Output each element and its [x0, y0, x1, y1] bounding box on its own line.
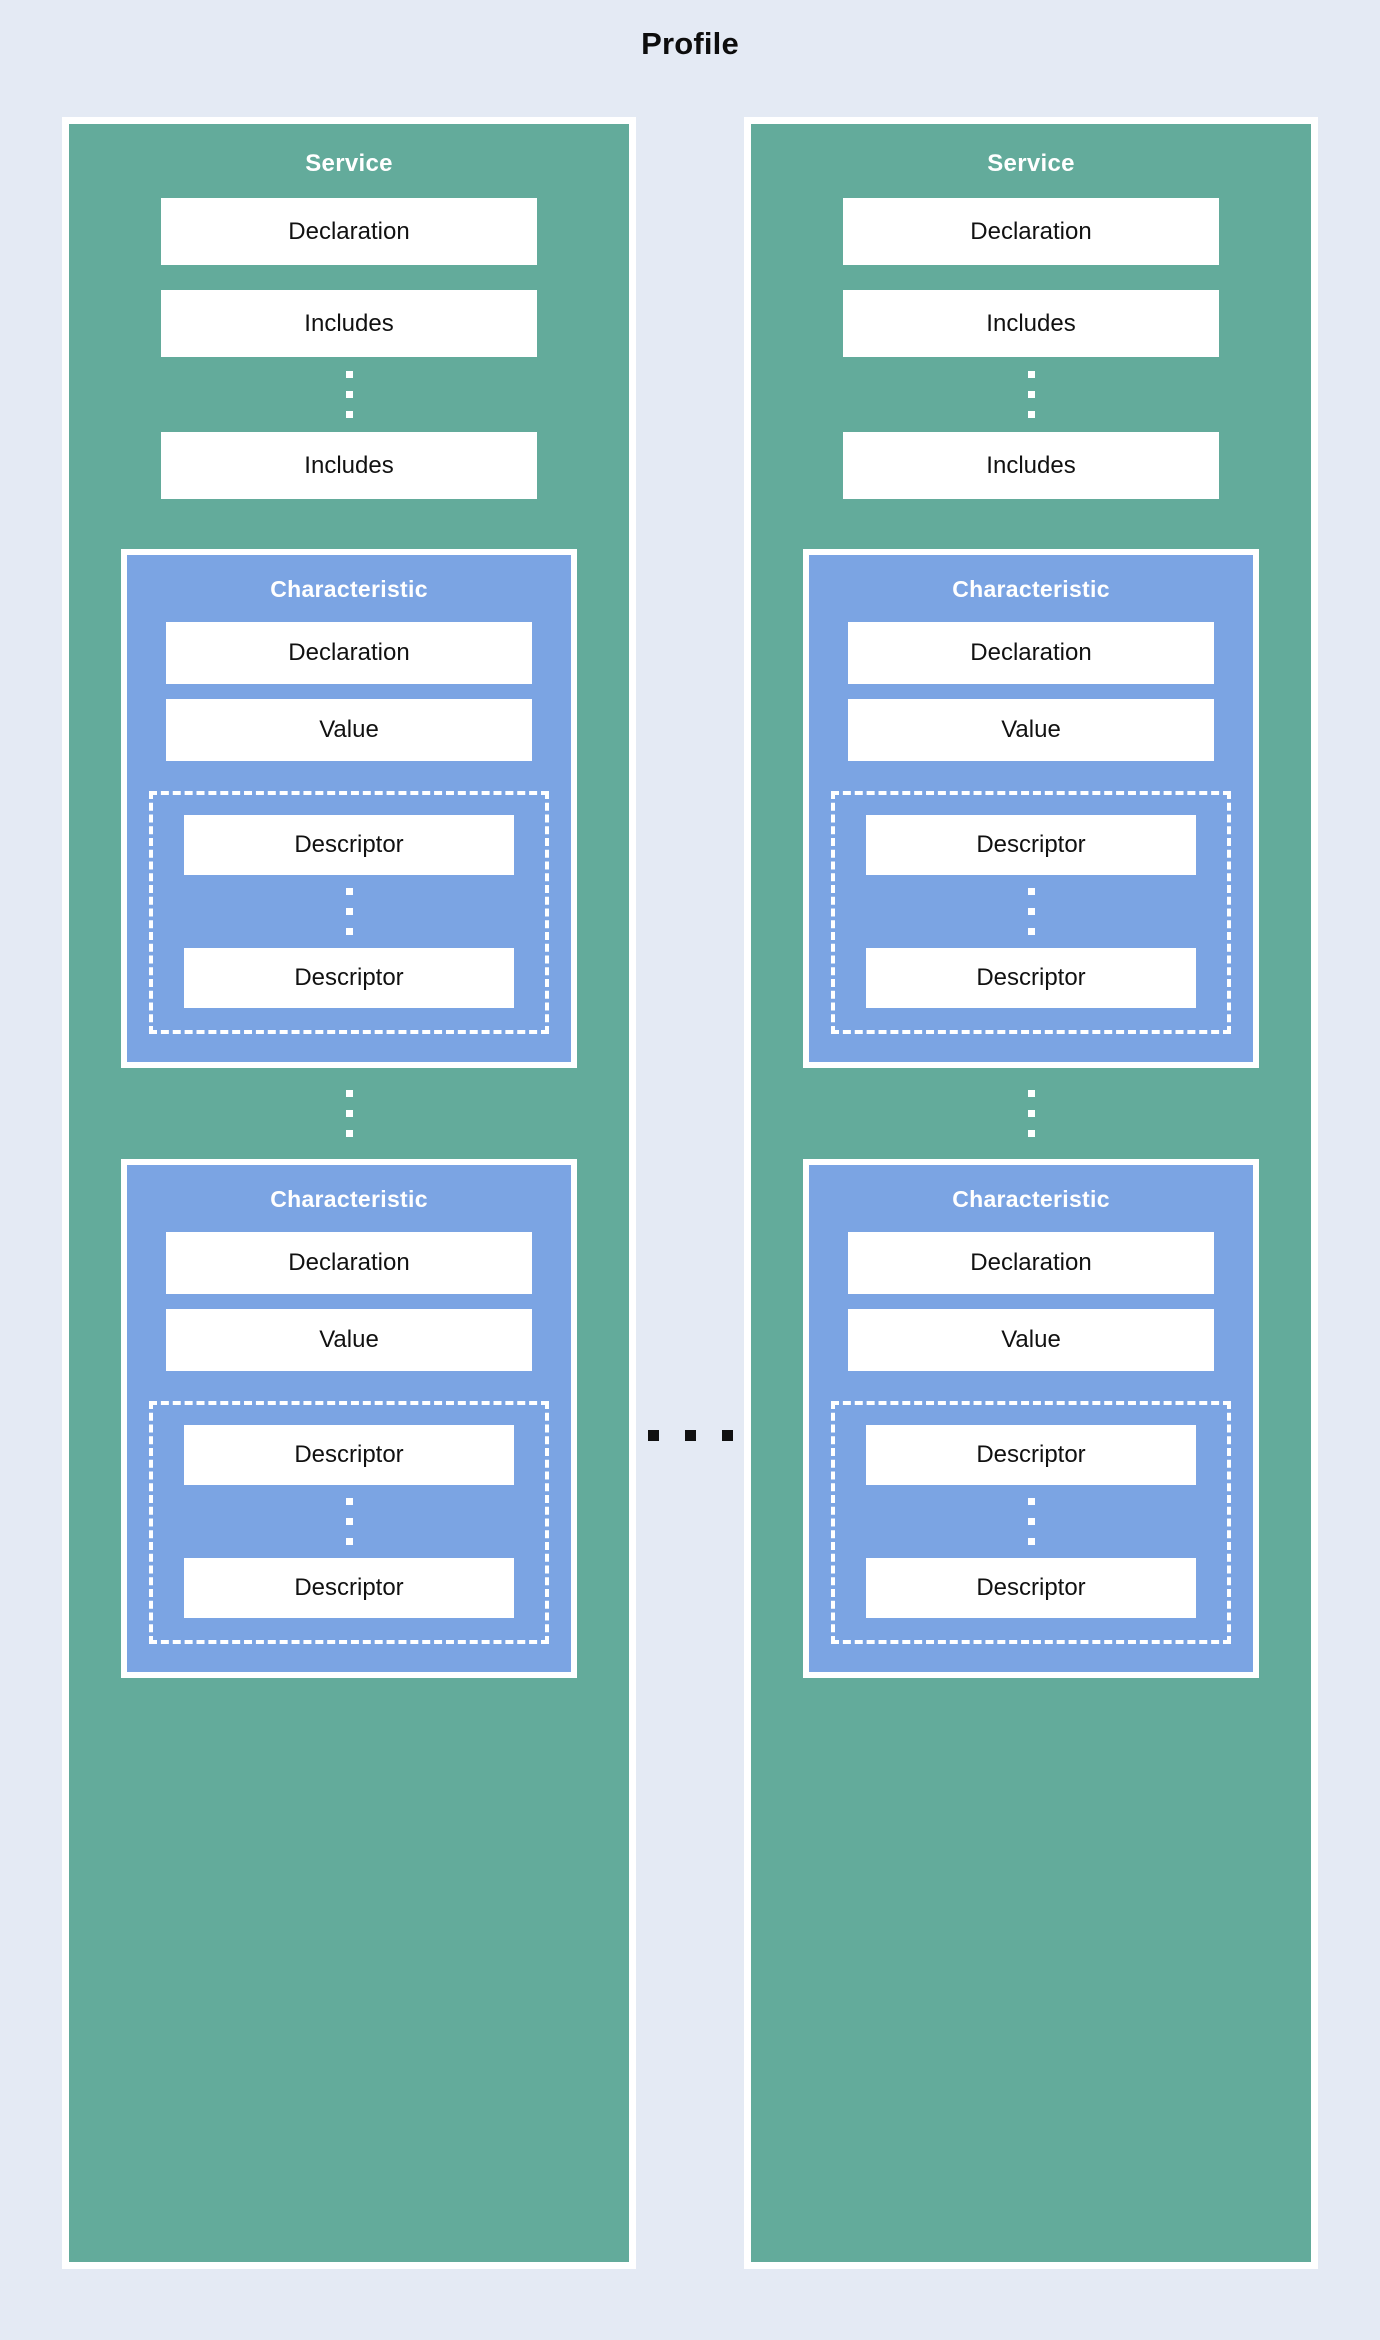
service-declaration-1[interactable]: Declaration	[161, 198, 537, 265]
dot-icon	[345, 928, 353, 935]
descriptor-last-1-1[interactable]: Descriptor	[184, 948, 514, 1008]
dot-icon	[1027, 391, 1035, 398]
characteristic-value-1-2[interactable]: Value	[166, 1309, 532, 1371]
descriptor-group-2-1: Descriptor Descriptor	[831, 791, 1231, 1034]
descriptor-first-1-1[interactable]: Descriptor	[184, 815, 514, 875]
vertical-ellipsis-icon-characteristics-2	[1027, 1090, 1035, 1137]
characteristic-title-2-1: Characteristic	[952, 576, 1110, 602]
service-includes-last-1[interactable]: Includes	[161, 432, 537, 499]
service-box-2[interactable]: Service Declaration Includes Includes Ch…	[744, 117, 1318, 2269]
dot-icon	[345, 1090, 353, 1097]
dot-icon	[345, 1498, 353, 1505]
dot-icon	[1027, 888, 1035, 895]
vertical-ellipsis-icon-service-1	[345, 371, 353, 418]
vertical-ellipsis-icon-characteristics-1	[345, 1090, 353, 1137]
dot-icon	[1027, 1110, 1035, 1117]
column-gap	[636, 117, 744, 2269]
dot-icon	[345, 1518, 353, 1525]
dot-icon	[345, 888, 353, 895]
service-declaration-2[interactable]: Declaration	[843, 198, 1219, 265]
dot-icon	[1027, 1518, 1035, 1525]
descriptor-group-2-2: Descriptor Descriptor	[831, 1401, 1231, 1644]
vertical-ellipsis-icon-descriptor-2-2	[1027, 1498, 1035, 1545]
vertical-ellipsis-icon-descriptor-2-1	[1027, 888, 1035, 935]
characteristic-value-2-2[interactable]: Value	[848, 1309, 1214, 1371]
characteristic-title-2-2: Characteristic	[952, 1186, 1110, 1212]
characteristic-box-1-2[interactable]: Characteristic Declaration Value Descrip…	[121, 1159, 577, 1678]
dot-icon	[345, 908, 353, 915]
dot-icon	[345, 371, 353, 378]
characteristic-declaration-2-1[interactable]: Declaration	[848, 622, 1214, 684]
dot-icon	[345, 1130, 353, 1137]
characteristic-declaration-2-2[interactable]: Declaration	[848, 1232, 1214, 1294]
descriptor-first-2-2[interactable]: Descriptor	[866, 1425, 1196, 1485]
characteristic-declaration-1-1[interactable]: Declaration	[166, 622, 532, 684]
characteristic-box-1-1[interactable]: Characteristic Declaration Value Descrip…	[121, 549, 577, 1068]
dot-icon	[345, 391, 353, 398]
page-title: Profile	[641, 26, 739, 61]
characteristic-box-2-2[interactable]: Characteristic Declaration Value Descrip…	[803, 1159, 1259, 1678]
characteristic-title-1-1: Characteristic	[270, 576, 428, 602]
dot-icon	[1027, 371, 1035, 378]
dot-icon	[345, 1538, 353, 1545]
dot-icon	[1027, 1538, 1035, 1545]
dot-icon	[1027, 928, 1035, 935]
descriptor-last-2-2[interactable]: Descriptor	[866, 1558, 1196, 1618]
descriptor-last-1-2[interactable]: Descriptor	[184, 1558, 514, 1618]
service-columns: Service Declaration Includes Includes Ch…	[62, 117, 1318, 2269]
service-title-2: Service	[987, 150, 1075, 177]
characteristic-title-1-2: Characteristic	[270, 1186, 428, 1212]
dot-icon	[1027, 1130, 1035, 1137]
dot-icon	[1027, 1090, 1035, 1097]
service-title-1: Service	[305, 150, 393, 177]
descriptor-first-1-2[interactable]: Descriptor	[184, 1425, 514, 1485]
vertical-ellipsis-icon-descriptor-1-1	[345, 888, 353, 935]
vertical-ellipsis-icon-descriptor-1-2	[345, 1498, 353, 1545]
characteristic-box-2-1[interactable]: Characteristic Declaration Value Descrip…	[803, 549, 1259, 1068]
service-includes-first-1[interactable]: Includes	[161, 290, 537, 357]
characteristic-declaration-1-2[interactable]: Declaration	[166, 1232, 532, 1294]
dot-icon	[1027, 1498, 1035, 1505]
service-box-1[interactable]: Service Declaration Includes Includes Ch…	[62, 117, 636, 2269]
dot-icon	[345, 411, 353, 418]
service-includes-last-2[interactable]: Includes	[843, 432, 1219, 499]
descriptor-group-1-1: Descriptor Descriptor	[149, 791, 549, 1034]
descriptor-first-2-1[interactable]: Descriptor	[866, 815, 1196, 875]
service-includes-first-2[interactable]: Includes	[843, 290, 1219, 357]
dot-icon	[1027, 411, 1035, 418]
descriptor-group-1-2: Descriptor Descriptor	[149, 1401, 549, 1644]
characteristic-value-2-1[interactable]: Value	[848, 699, 1214, 761]
vertical-ellipsis-icon-service-2	[1027, 371, 1035, 418]
descriptor-last-2-1[interactable]: Descriptor	[866, 948, 1196, 1008]
dot-icon	[1027, 908, 1035, 915]
dot-icon	[345, 1110, 353, 1117]
characteristic-value-1-1[interactable]: Value	[166, 699, 532, 761]
